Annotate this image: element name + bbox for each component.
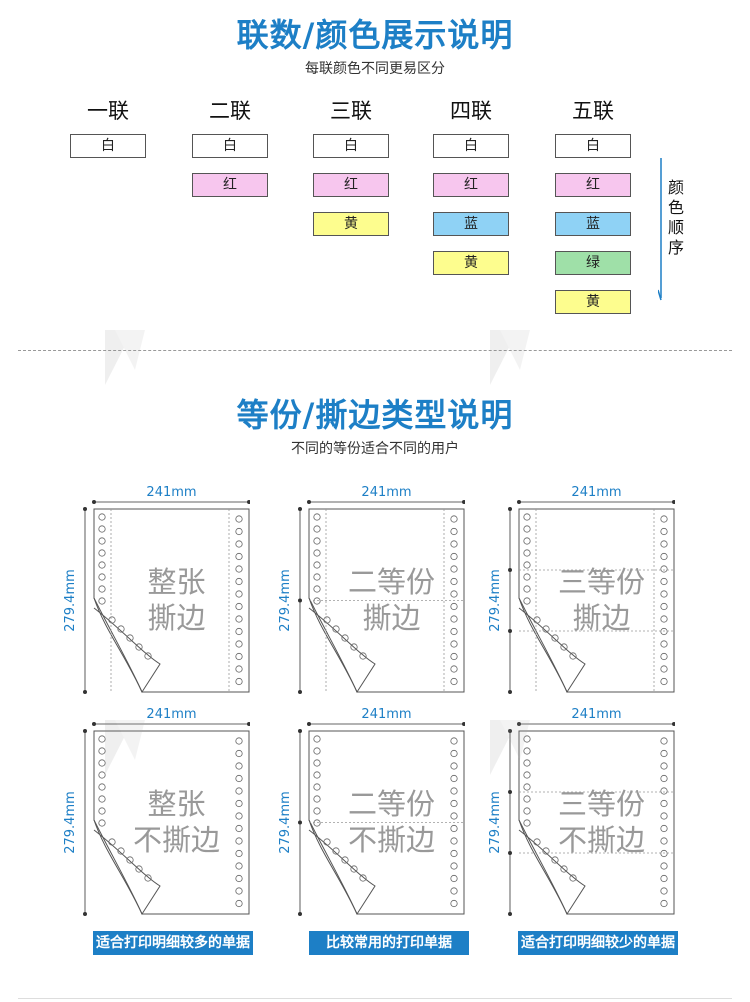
- section2-subtitle: 不同的等份适合不同的用户: [291, 441, 459, 457]
- form-type-label: 二等份: [348, 565, 435, 599]
- color-swatch: 白: [192, 134, 268, 158]
- section1-subtitle: 每联颜色不同更易区分: [305, 61, 445, 77]
- color-swatch: 红: [313, 173, 389, 197]
- copy-column: 二联白红: [192, 96, 268, 197]
- copy-column: 五联白红蓝绿黄: [555, 96, 631, 314]
- width-dimension-label: 241mm: [361, 485, 411, 500]
- copy-count-label: 四联: [450, 99, 492, 123]
- height-dimension-label: 279.4mm: [63, 791, 78, 854]
- color-order-label: 颜 色 顺 序: [667, 178, 684, 257]
- copy-column: 一联白: [70, 96, 146, 158]
- tear-type-label: 不撕边: [348, 823, 435, 857]
- form-type-label: 整张: [147, 787, 205, 821]
- caption-three-part: 适合打印明细较少的单据: [518, 931, 678, 955]
- tear-type-label: 撕边: [147, 601, 205, 635]
- color-swatch: 黄: [313, 212, 389, 236]
- tear-type-label: 撕边: [572, 601, 630, 635]
- tear-type-label: 不撕边: [133, 823, 220, 857]
- color-swatch: 黄: [555, 290, 631, 314]
- height-dimension-label: 279.4mm: [278, 569, 293, 632]
- color-swatch: 白: [70, 134, 146, 158]
- width-dimension-label: 241mm: [146, 707, 196, 722]
- copy-count-label: 三联: [330, 99, 372, 123]
- order-arrow-icon: [658, 158, 662, 301]
- height-dimension-label: 279.4mm: [488, 569, 503, 632]
- copy-column: 三联白红黄: [313, 96, 389, 236]
- section2-title: 等份/撕边类型说明: [236, 396, 514, 434]
- color-swatch: 蓝: [555, 212, 631, 236]
- tear-type-label: 撕边: [362, 601, 420, 635]
- width-dimension-label: 241mm: [571, 485, 621, 500]
- height-dimension-label: 279.4mm: [278, 791, 293, 854]
- copy-column: 四联白红蓝黄: [433, 96, 509, 275]
- color-swatch: 黄: [433, 251, 509, 275]
- watermark-logo-icon: [490, 330, 530, 385]
- bottom-rule: [18, 998, 732, 999]
- section1-title: 联数/颜色展示说明: [236, 16, 514, 54]
- copy-count-label: 二联: [209, 99, 251, 123]
- color-swatch: 红: [433, 173, 509, 197]
- color-swatch: 绿: [555, 251, 631, 275]
- width-dimension-label: 241mm: [146, 485, 196, 500]
- width-dimension-label: 241mm: [571, 707, 621, 722]
- width-dimension-label: 241mm: [361, 707, 411, 722]
- height-dimension-label: 279.4mm: [63, 569, 78, 632]
- form-type-label: 二等份: [348, 787, 435, 821]
- color-swatch: 蓝: [433, 212, 509, 236]
- color-swatch: 红: [192, 173, 268, 197]
- caption-two-part: 比较常用的打印单据: [309, 931, 469, 955]
- section-divider: [18, 350, 732, 351]
- form-type-label: 整张: [147, 565, 205, 599]
- color-swatch: 白: [313, 134, 389, 158]
- caption-whole: 适合打印明细较多的单据: [93, 931, 253, 955]
- color-swatch: 红: [555, 173, 631, 197]
- tear-type-label: 不撕边: [558, 823, 645, 857]
- height-dimension-label: 279.4mm: [488, 791, 503, 854]
- color-swatch: 白: [433, 134, 509, 158]
- copy-count-label: 五联: [572, 99, 614, 123]
- form-type-label: 三等份: [558, 565, 645, 599]
- copy-count-label: 一联: [87, 99, 129, 123]
- color-swatch: 白: [555, 134, 631, 158]
- watermark-logo-icon: [105, 330, 145, 385]
- form-type-label: 三等份: [558, 787, 645, 821]
